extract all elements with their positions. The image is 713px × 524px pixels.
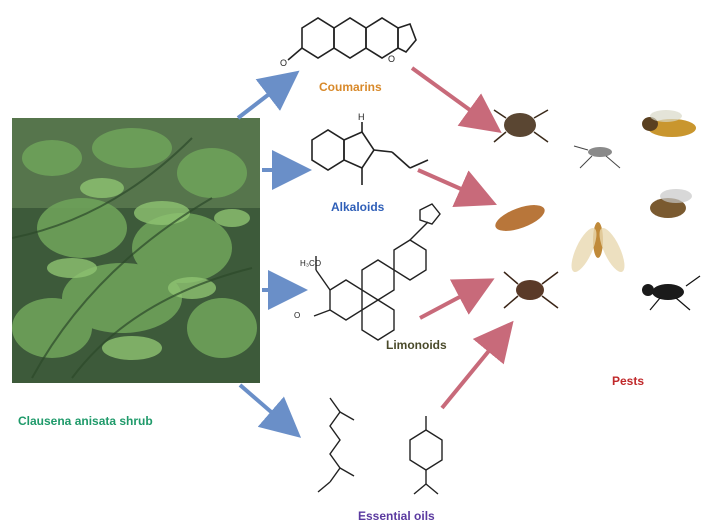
label-shrub: Clausena anisata shrub [18,414,153,428]
cockroach-icon [495,205,545,231]
arrow-coumarins-to-pests [410,66,502,134]
essential-oil-structures [317,397,443,495]
arrow-oils-to-pests [440,320,514,410]
svg-text:O: O [280,58,287,68]
svg-text:O: O [294,311,300,320]
arrow-alkaloids-to-pests [417,168,497,207]
arrow-limonoids-to-pests [419,278,495,320]
alkaloid-structure: H [311,112,429,185]
coumarin-structure: O O [280,17,417,68]
limonoid-structure: H₃CO O [294,203,441,341]
fly-icon [650,189,692,218]
svg-text:H₃CO: H₃CO [300,259,321,268]
mosquito-icon [573,145,621,169]
pest-illustrations [493,109,701,311]
arrow-to-coumarins [236,70,300,120]
ant-icon [642,275,701,311]
svg-text:O: O [388,54,395,64]
label-coumarins: Coumarins [319,80,382,94]
arrow-to-essential-oils [238,383,302,438]
mite-icon [493,109,549,143]
label-alkaloids: Alkaloids [331,200,385,214]
termite-icon [571,222,625,273]
wasp-icon [642,110,696,137]
label-limonoids: Limonoids [386,338,447,352]
spider-icon [503,271,559,309]
shrub-photo [12,118,260,383]
svg-text:H: H [358,112,365,122]
label-pests: Pests [612,374,645,388]
label-essential-oils: Essential oils [358,509,435,523]
